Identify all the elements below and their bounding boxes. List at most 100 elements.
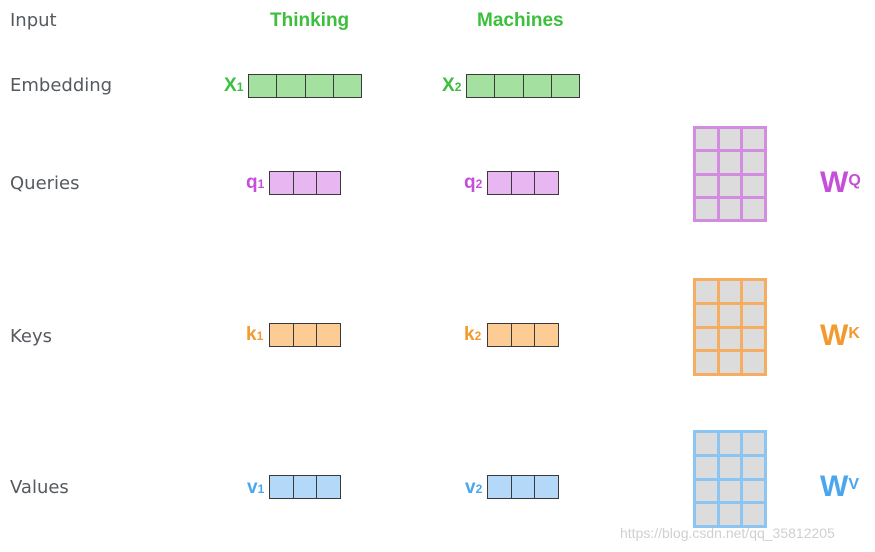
value-label-2: v2 [465, 477, 482, 500]
vector-cell [269, 323, 294, 347]
vector-cell [269, 171, 294, 195]
input-word-machines: Machines [477, 10, 564, 31]
vector-cell [292, 171, 318, 195]
weight-superscript: Q [848, 172, 861, 189]
weight-letter: W [820, 470, 849, 503]
vector-cell [487, 171, 512, 195]
vector-cell [292, 323, 318, 347]
embedding-label-2: X2 [442, 75, 461, 98]
vector-cell [510, 475, 536, 499]
key-vector-2 [487, 323, 560, 347]
key-vector-1 [269, 323, 342, 347]
vector-cell [534, 475, 560, 499]
vector-cell [510, 323, 536, 347]
embedding-vector-2 [466, 74, 580, 98]
vector-cell [487, 323, 512, 347]
weight-label-v: WV [820, 470, 859, 504]
key-subscript: 2 [474, 329, 482, 343]
key-label-2: k2 [464, 324, 481, 347]
query-label-1: q1 [246, 172, 264, 195]
vector-cell [534, 323, 560, 347]
vector-cell [466, 74, 496, 98]
value-subscript: 2 [475, 482, 483, 496]
vector-cell [494, 74, 524, 98]
matrix-cell [696, 281, 717, 302]
vector-cell [550, 74, 580, 98]
matrix-cell [719, 328, 741, 350]
vector-cell [487, 475, 512, 499]
embedding-letter: X [442, 75, 455, 96]
key-subscript: 1 [256, 329, 264, 343]
value-letter: v [247, 477, 258, 498]
vector-cell [510, 171, 536, 195]
vector-cell [276, 74, 306, 98]
vector-cell [248, 74, 278, 98]
matrix-cell [696, 456, 717, 478]
matrix-cell [743, 281, 764, 302]
query-letter: q [464, 172, 476, 193]
weight-letter: W [820, 166, 849, 199]
matrix-cell [743, 304, 764, 326]
embedding-letter: X [224, 75, 237, 96]
key-label-1: k1 [246, 324, 263, 347]
matrix-cell [696, 352, 717, 373]
matrix-cell [719, 152, 741, 173]
query-subscript: 1 [257, 177, 265, 191]
weight-label-k: WK [820, 319, 860, 353]
weight-letter: W [820, 319, 849, 352]
vector-cell [316, 323, 342, 347]
matrix-cell [719, 175, 741, 196]
weight-matrix-v [693, 430, 767, 528]
matrix-cell [743, 152, 764, 173]
matrix-cell [743, 480, 764, 502]
row-label-queries: Queries [10, 173, 80, 194]
weight-matrix-k [693, 278, 767, 376]
matrix-cell [743, 456, 764, 478]
matrix-cell [696, 328, 717, 350]
embedding-label-1: X1 [224, 75, 243, 98]
matrix-cell [719, 281, 741, 302]
matrix-cell [719, 504, 741, 525]
value-letter: v [465, 477, 476, 498]
weight-label-q: WQ [820, 166, 861, 200]
matrix-cell [719, 304, 741, 326]
matrix-cell [743, 328, 764, 350]
row-label-values: Values [10, 477, 69, 498]
matrix-cell [719, 198, 741, 219]
vector-cell [522, 74, 552, 98]
matrix-cell [696, 198, 717, 219]
matrix-cell [696, 175, 717, 196]
row-label-keys: Keys [10, 326, 53, 347]
query-label-2: q2 [464, 172, 482, 195]
matrix-cell [696, 480, 717, 502]
matrix-cell [696, 152, 717, 173]
row-label-input: Input [10, 10, 57, 31]
matrix-cell [719, 456, 741, 478]
value-label-1: v1 [247, 477, 264, 500]
matrix-cell [696, 129, 717, 150]
embedding-vector-1 [248, 74, 362, 98]
vector-cell [332, 74, 362, 98]
embedding-subscript: 2 [454, 80, 462, 94]
matrix-cell [743, 433, 764, 454]
key-letter: k [464, 324, 475, 345]
matrix-cell [696, 504, 717, 525]
matrix-cell [719, 480, 741, 502]
vector-cell [534, 171, 560, 195]
embedding-subscript: 1 [236, 80, 244, 94]
vector-cell [304, 74, 334, 98]
value-vector-1 [269, 475, 342, 499]
input-word-thinking: Thinking [270, 10, 350, 31]
vector-cell [269, 475, 294, 499]
matrix-cell [743, 129, 764, 150]
query-subscript: 2 [475, 177, 483, 191]
watermark: https://blog.csdn.net/qq_35812205 [620, 525, 835, 541]
weight-superscript: K [848, 325, 860, 342]
vector-cell [292, 475, 318, 499]
matrix-cell [696, 304, 717, 326]
vector-cell [316, 171, 342, 195]
matrix-cell [719, 352, 741, 373]
value-subscript: 1 [257, 482, 265, 496]
matrix-cell [696, 433, 717, 454]
query-vector-2 [487, 171, 560, 195]
